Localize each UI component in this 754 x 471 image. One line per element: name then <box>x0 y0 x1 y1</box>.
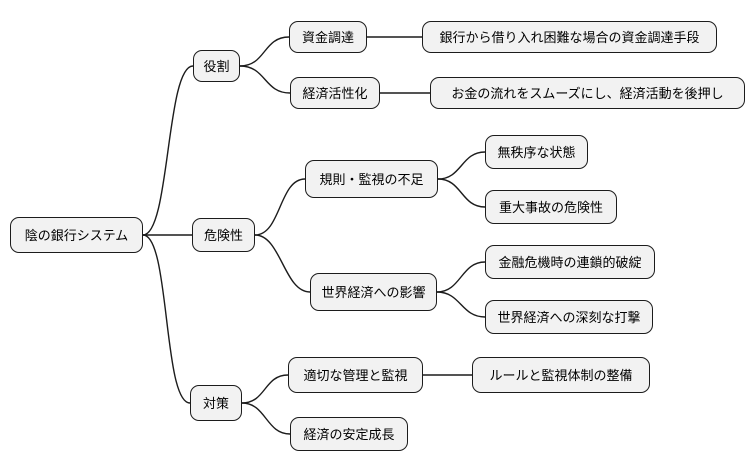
node-root-shadow-banking-system[interactable]: 陰の銀行システム <box>10 217 143 253</box>
edge-role-funding <box>239 36 290 67</box>
edge-regulation-accident <box>437 178 486 208</box>
node-risk[interactable]: 危険性 <box>192 218 255 252</box>
node-global-damage[interactable]: 世界経済への深刻な打撃 <box>485 300 653 334</box>
node-economic-revitalization[interactable]: 経済活性化 <box>290 77 380 109</box>
node-role[interactable]: 役割 <box>193 50 240 82</box>
node-funding-detail[interactable]: 銀行から借り入れ困難な場合の資金調達手段 <box>422 21 717 53</box>
edge-counter-management <box>241 374 289 404</box>
node-revitalization-detail[interactable]: お金の流れをスムーズにし、経済活動を後押し <box>430 77 745 109</box>
edge-role-revitalization <box>239 65 291 94</box>
node-chain-collapse[interactable]: 金融危機時の連鎖的破綻 <box>485 245 655 279</box>
edge-counter-growth <box>241 402 291 435</box>
node-stable-growth[interactable]: 経済の安定成長 <box>290 417 408 451</box>
node-management-monitoring[interactable]: 適切な管理と監視 <box>288 357 423 393</box>
node-disorder[interactable]: 無秩序な状態 <box>485 135 588 169</box>
node-accident-risk[interactable]: 重大事故の危険性 <box>485 190 617 224</box>
edge-impact-collapse <box>436 261 486 293</box>
edge-root-countermeasures <box>142 234 191 404</box>
edge-risk-regulation <box>254 178 306 236</box>
edge-impact-damage <box>436 291 486 318</box>
edge-root-role <box>142 65 194 236</box>
edge-regulation-disorder <box>437 151 486 180</box>
node-countermeasures[interactable]: 対策 <box>190 385 242 421</box>
edge-risk-impact <box>254 234 311 293</box>
node-funding[interactable]: 資金調達 <box>289 21 367 53</box>
node-rules-system-detail[interactable]: ルールと監視体制の整備 <box>472 357 650 393</box>
node-lack-of-regulation[interactable]: 規則・監視の不足 <box>305 160 438 198</box>
node-global-economic-impact[interactable]: 世界経済への影響 <box>310 273 437 311</box>
